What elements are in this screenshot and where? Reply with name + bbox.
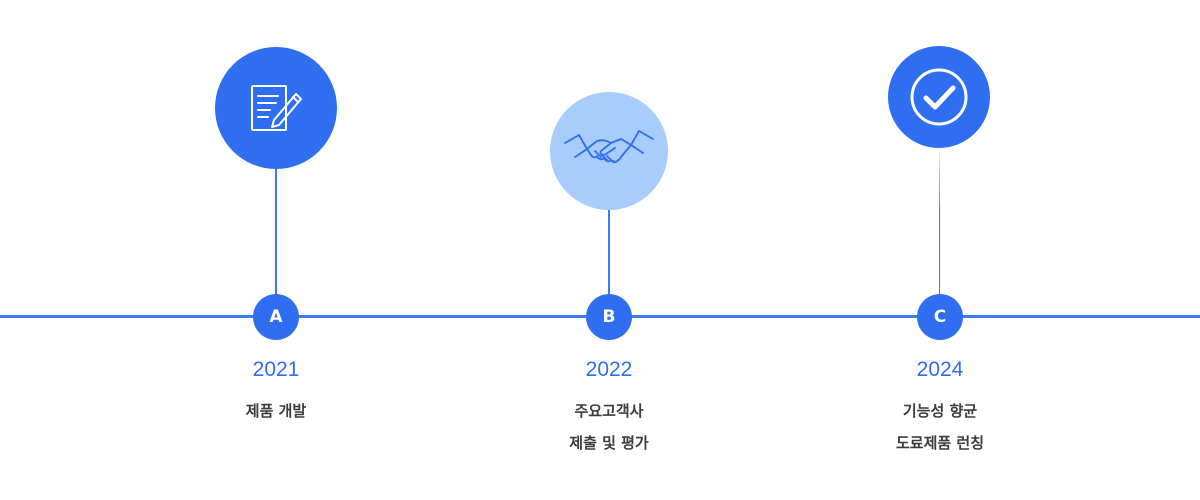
milestone-description: 제품 개발 — [166, 395, 386, 427]
description-line: 도료제품 런칭 — [895, 434, 985, 452]
handshake-icon — [561, 121, 657, 181]
description-line: 기능성 향균 — [902, 402, 978, 420]
milestone-description: 주요고객사 제출 및 평가 — [499, 395, 719, 459]
connector-line — [275, 160, 277, 300]
document-edit-icon — [244, 78, 308, 138]
milestone-year: 2022 — [585, 358, 633, 381]
icon-circle — [550, 92, 668, 210]
milestone-badge: B — [586, 294, 632, 340]
connector-line — [608, 200, 610, 300]
milestone-badge: C — [917, 294, 963, 340]
check-circle-icon — [906, 64, 972, 130]
description-line: 제품 개발 — [245, 402, 307, 420]
description-line: 제출 및 평가 — [569, 434, 649, 452]
icon-circle — [215, 47, 337, 169]
milestone-description: 기능성 향균 도료제품 런칭 — [830, 395, 1050, 459]
milestone-badge: A — [253, 294, 299, 340]
milestone-year: 2021 — [252, 358, 300, 381]
connector-line — [939, 150, 940, 300]
description-line: 주요고객사 — [574, 402, 644, 420]
milestone-year: 2024 — [916, 358, 964, 381]
icon-circle — [888, 46, 990, 148]
